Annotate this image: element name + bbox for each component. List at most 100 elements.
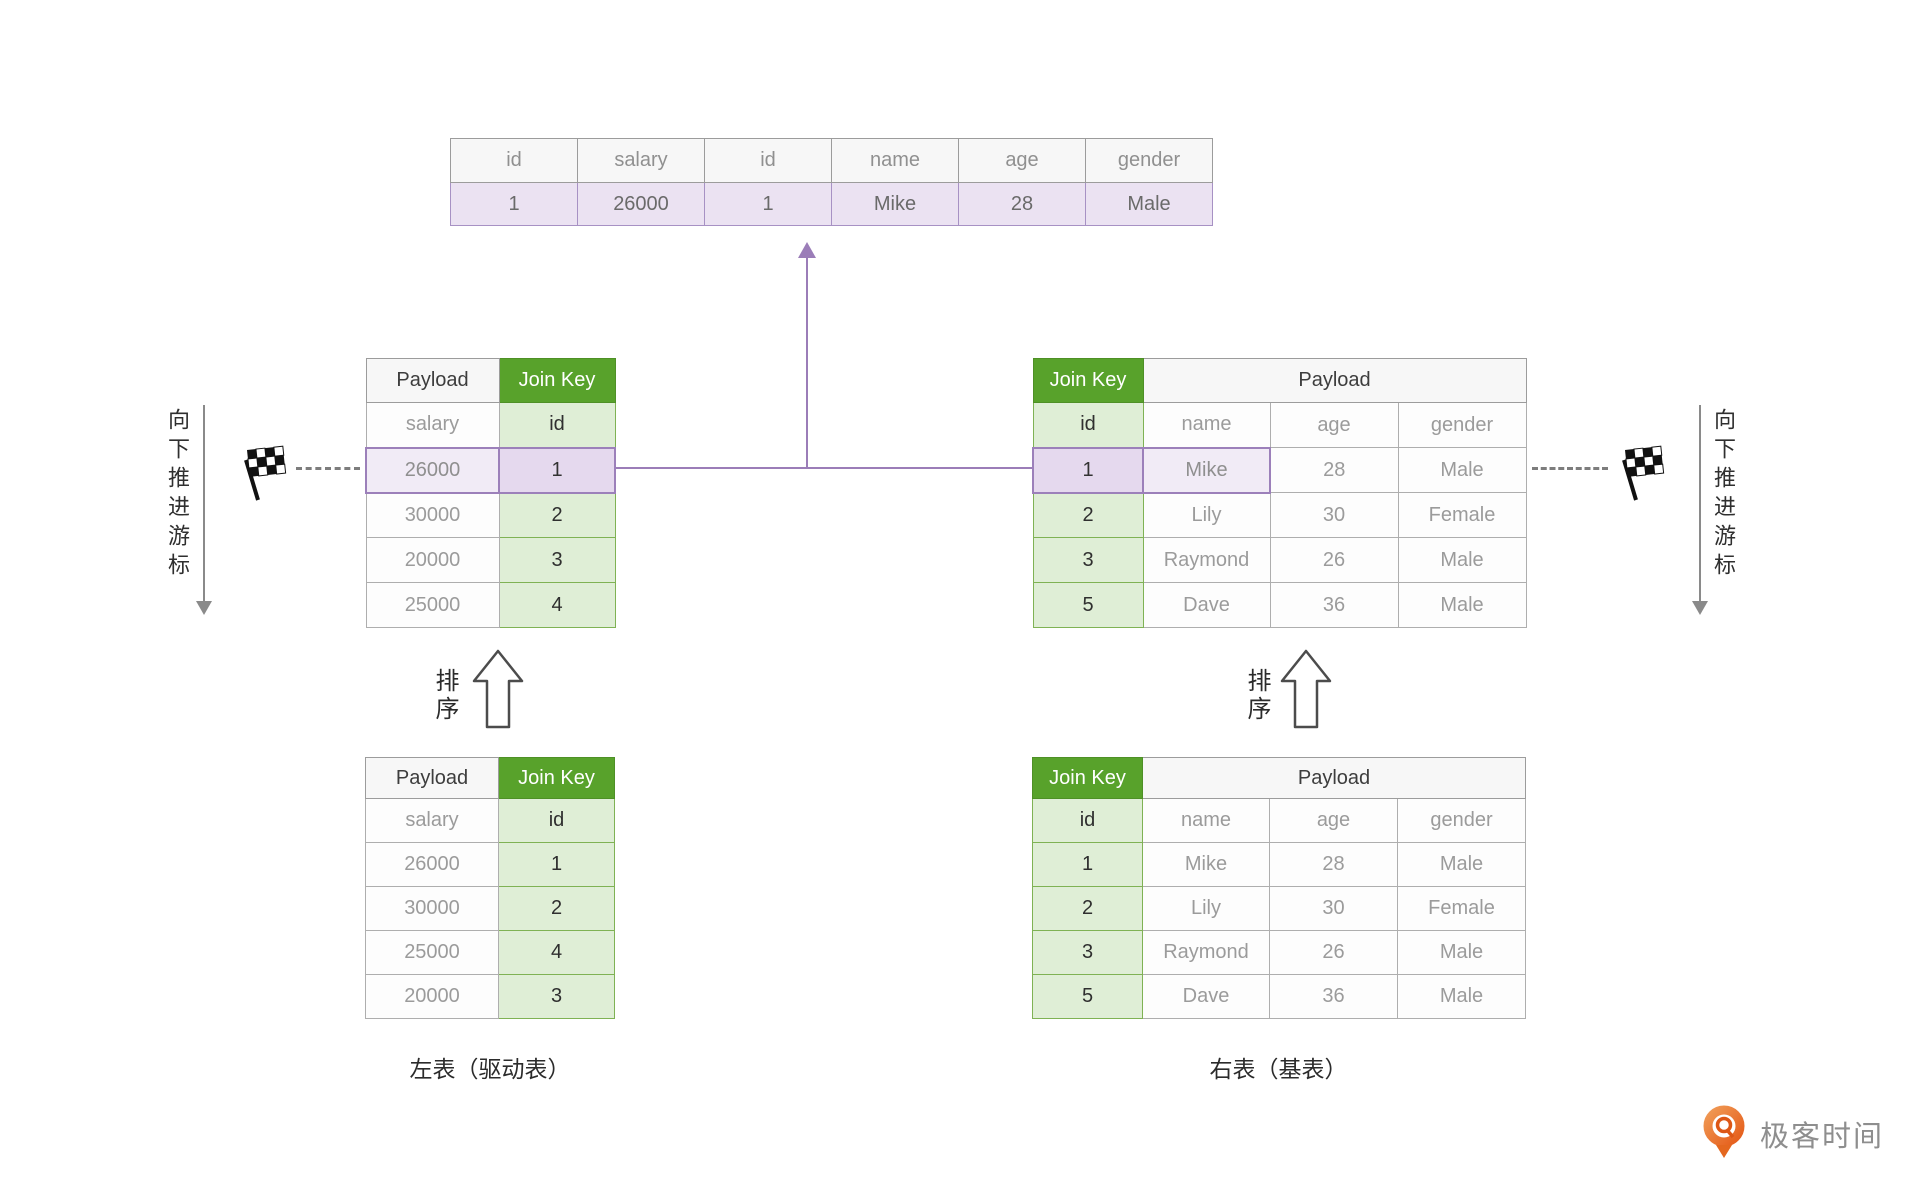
cursor-dash-right <box>1532 467 1608 470</box>
table-cell: Male <box>1397 447 1527 493</box>
header-cell: id <box>704 138 832 183</box>
sort-label-right: 排序 <box>1243 668 1270 724</box>
payload-header-cell: Payload <box>365 358 500 403</box>
header-cell: id <box>450 138 578 183</box>
table-cell: id <box>1032 798 1143 843</box>
result-data-row: 1 26000 1 Mike 28 Male <box>450 182 1213 226</box>
table-cell: 26000 <box>365 842 499 887</box>
table-cell: gender <box>1397 402 1527 448</box>
table-cell: 4 <box>498 582 616 628</box>
table-cell: Dave <box>1142 582 1271 628</box>
left-table-caption: 左表（驱动表） <box>409 1056 571 1082</box>
table-cell: 4 <box>498 930 615 975</box>
table-cell: salary <box>365 798 499 843</box>
table-cell: 36 <box>1269 974 1398 1019</box>
table-cell: 5 <box>1032 974 1143 1019</box>
table-cell: 25000 <box>365 930 499 975</box>
table-cell: age <box>1269 402 1399 448</box>
table-cell: 2 <box>498 492 616 538</box>
left-sorted-table: Payload Join Key salary id 26000 1 30000… <box>365 358 616 628</box>
join-key-header-cell: Join Key <box>1032 358 1144 403</box>
table-cell: Mike <box>1142 446 1271 494</box>
table-cell: 30 <box>1269 886 1398 931</box>
table-cell: 1 <box>498 842 615 887</box>
result-table: id salary id name age gender 1 26000 1 M… <box>450 138 1213 226</box>
table-cell: 2 <box>1032 492 1144 538</box>
join-key-header-cell: Join Key <box>498 757 615 799</box>
cursor-label-right: 向下推进游标 <box>1711 408 1736 582</box>
cursor-dash-left <box>296 467 360 470</box>
table-cell: 1 <box>450 182 578 226</box>
table-cell: Female <box>1396 886 1527 931</box>
cursor-arrowhead-right-icon <box>1692 601 1708 615</box>
table-cell: Male <box>1396 842 1527 887</box>
table-cell: 2 <box>1032 886 1143 931</box>
right-table-caption: 右表（基表） <box>1209 1056 1348 1082</box>
table-cell: 3 <box>1032 930 1143 975</box>
join-key-header-cell: Join Key <box>498 358 616 403</box>
right-sorted-table: Join Key Payload id name age gender 1 Mi… <box>1032 358 1527 628</box>
cursor-label-left: 向下推进游标 <box>165 408 190 582</box>
payload-header-cell: Payload <box>1142 358 1527 403</box>
table-cell: Female <box>1397 492 1527 538</box>
result-header-row: id salary id name age gender <box>450 138 1213 183</box>
table-cell: 26 <box>1269 537 1399 583</box>
table-cell: id <box>498 798 615 843</box>
header-cell: name <box>831 138 959 183</box>
table-cell: 30 <box>1269 492 1399 538</box>
table-cell: 1 <box>498 446 616 494</box>
sort-arrow-right-icon <box>1280 649 1332 734</box>
checkered-flag-left-icon <box>232 444 292 509</box>
table-cell: 3 <box>1032 537 1144 583</box>
header-cell: salary <box>577 138 705 183</box>
table-cell: Raymond <box>1142 930 1270 975</box>
table-cell: 5 <box>1032 582 1144 628</box>
table-cell: name <box>1142 402 1271 448</box>
merge-arrow-line <box>806 256 808 468</box>
table-cell: Male <box>1396 974 1527 1019</box>
table-cell: 26 <box>1269 930 1398 975</box>
sort-label-left: 排序 <box>431 668 458 724</box>
table-cell: salary <box>365 402 500 448</box>
table-cell: 26000 <box>365 446 500 494</box>
table-cell: Raymond <box>1142 537 1271 583</box>
cursor-arrowhead-left-icon <box>196 601 212 615</box>
table-cell: 20000 <box>365 974 499 1019</box>
table-cell: id <box>1032 402 1144 448</box>
payload-header-cell: Payload <box>365 757 499 799</box>
table-cell: 1 <box>1032 446 1144 494</box>
table-cell: gender <box>1396 798 1527 843</box>
table-cell: 26000 <box>577 182 705 226</box>
table-cell: Mike <box>1142 842 1270 887</box>
table-cell: 2 <box>498 886 615 931</box>
cursor-highlight-row: 26000 1 <box>365 446 616 494</box>
table-cell: Dave <box>1142 974 1270 1019</box>
table-cell: Male <box>1085 182 1213 226</box>
table-cell: 30000 <box>365 886 499 931</box>
table-cell: 1 <box>704 182 832 226</box>
table-cell: Lily <box>1142 492 1271 538</box>
table-cell: Male <box>1397 537 1527 583</box>
geektime-logo-text: 极客时间 <box>1760 1120 1885 1153</box>
table-cell: Male <box>1396 930 1527 975</box>
cursor-arrow-line-right <box>1699 405 1701 602</box>
sort-arrow-left-icon <box>472 649 524 734</box>
table-cell: Lily <box>1142 886 1270 931</box>
table-cell: 3 <box>498 537 616 583</box>
table-cell: 3 <box>498 974 615 1019</box>
table-cell: id <box>498 402 616 448</box>
table-cell: Male <box>1397 582 1527 628</box>
table-cell: 28 <box>1269 447 1399 493</box>
merge-join-line <box>615 467 1033 469</box>
table-cell: 25000 <box>365 582 500 628</box>
table-cell: 1 <box>1032 842 1143 887</box>
table-cell: 28 <box>958 182 1086 226</box>
table-cell: name <box>1142 798 1270 843</box>
table-cell: 30000 <box>365 492 500 538</box>
right-unsorted-table: Join Key Payload id name age gender 1 Mi… <box>1032 757 1527 1019</box>
table-cell: 36 <box>1269 582 1399 628</box>
geektime-logo-icon <box>1700 1103 1748 1164</box>
cursor-arrow-line-left <box>203 405 205 602</box>
table-cell: 20000 <box>365 537 500 583</box>
